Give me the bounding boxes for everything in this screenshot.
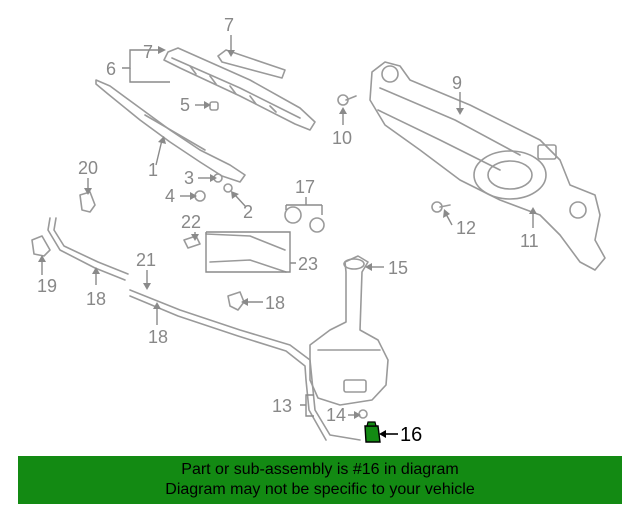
parts-diagram: 7 7 6 5 1 3 4 2 9 10 11 12 20 17 22 23 1… [31, 15, 606, 446]
wiper-linkage-drawing [369, 61, 606, 271]
callout-17: 17 [295, 177, 315, 197]
callout-8: 7 [224, 15, 234, 35]
washer-reservoir-drawing [309, 255, 389, 406]
callout-labels: 7 7 6 5 1 3 4 2 9 10 11 12 20 17 22 23 1… [37, 15, 539, 446]
grommet-14-drawing [358, 409, 368, 419]
info-banner: Part or sub-assembly is #16 in diagram D… [18, 456, 622, 504]
nozzle-17-drawing [284, 206, 325, 233]
blade-insert-drawing [217, 49, 286, 79]
callout-10: 10 [332, 128, 352, 148]
callout-1: 1 [148, 160, 158, 180]
callout-22: 21 [136, 250, 156, 270]
callout-11: 11 [520, 231, 539, 251]
callout-20: 19 [37, 276, 57, 296]
callout-14: 14 [326, 405, 346, 425]
callout-12: 12 [456, 218, 476, 238]
callout-7: 7 [143, 42, 153, 62]
bolts-drawing [337, 94, 451, 213]
callout-9: 9 [452, 73, 462, 93]
washer-pump-16-drawing [364, 421, 381, 443]
callout-15: 15 [388, 258, 408, 278]
leader-lines [38, 35, 537, 438]
clip-19-drawing [227, 291, 245, 311]
wiper-arm-drawing [95, 79, 246, 183]
banner-line-1: Part or sub-assembly is #16 in diagram [181, 461, 459, 478]
callout-3: 3 [184, 168, 194, 188]
callout-16: 16 [400, 424, 422, 446]
callout-18-lower: 18 [148, 327, 168, 347]
wiper-blade-drawing [163, 47, 316, 131]
callout-4: 4 [165, 186, 175, 206]
callout-23: 22 [181, 212, 201, 232]
callout-5: 5 [180, 95, 190, 115]
callout-6: 6 [106, 59, 116, 79]
washer-hose-drawing [31, 217, 361, 441]
callout-13: 13 [272, 396, 292, 416]
clip-21-drawing [79, 191, 96, 213]
callout-18-upper: 18 [86, 289, 106, 309]
banner-line-2: Diagram may not be specific to your vehi… [165, 481, 475, 498]
small-hardware-drawing [194, 101, 233, 202]
callout-2: 2 [243, 202, 253, 222]
callout-24: 23 [298, 254, 318, 274]
callout-19: 18 [265, 293, 285, 313]
seal-23-24-drawing [183, 233, 287, 273]
callout-21: 20 [78, 158, 98, 178]
